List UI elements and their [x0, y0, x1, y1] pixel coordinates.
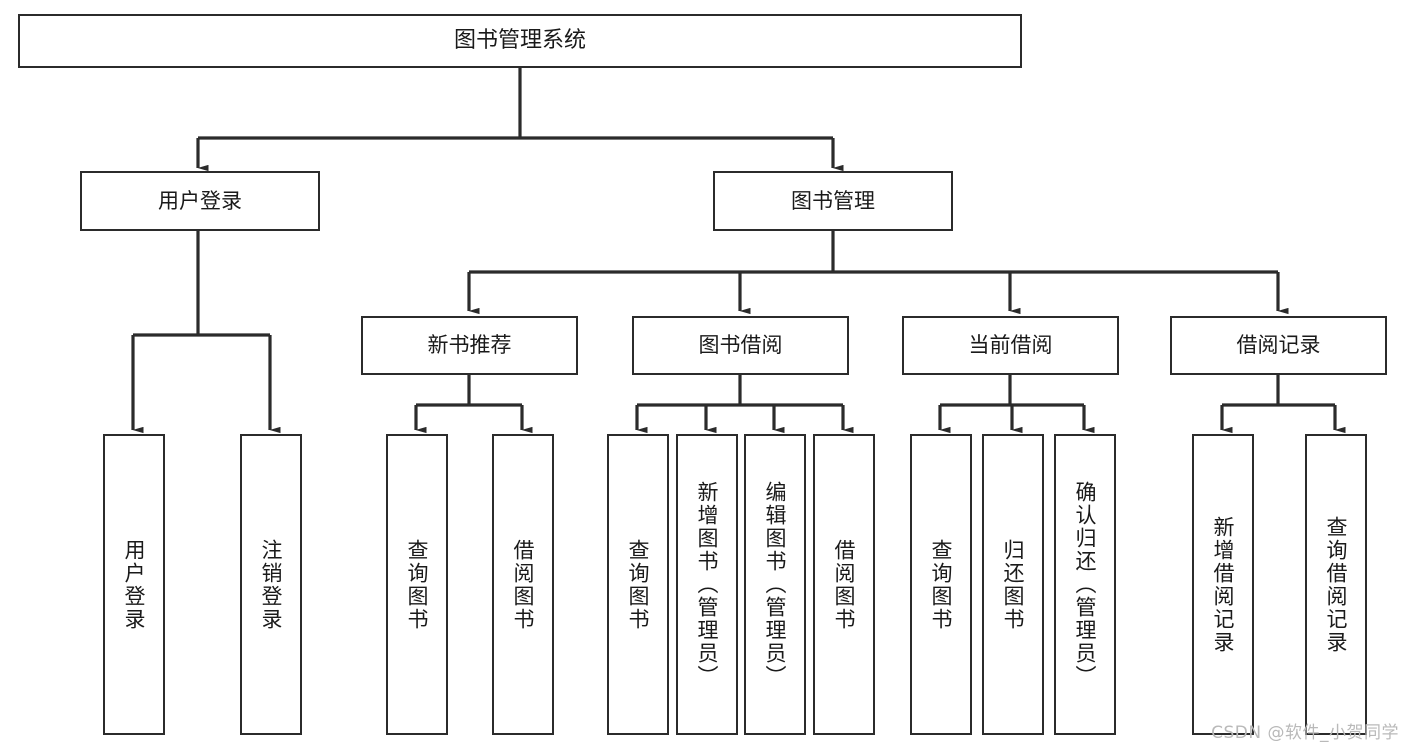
leaf-borrow-book-2-label: 借阅图书	[832, 538, 857, 631]
leaf-add-record-label: 新增借阅记录	[1211, 515, 1236, 654]
node-book-borrow-label: 图书借阅	[698, 333, 783, 358]
watermark: CSDN @软件_小贺同学	[1211, 723, 1399, 743]
node-book-manage-label: 图书管理	[791, 188, 875, 213]
leaf-confirm-return[interactable]: 确认归还（管理员）	[1054, 434, 1116, 735]
leaf-edit-book[interactable]: 编辑图书（管理员）	[744, 434, 806, 735]
leaf-query-book-3[interactable]: 查询图书	[910, 434, 972, 735]
leaf-user-login-label: 用户登录	[122, 538, 147, 631]
leaf-return-book-label: 归还图书	[1001, 538, 1026, 631]
node-current-borrow-label: 当前借阅	[968, 333, 1053, 358]
leaf-logout-login-label: 注销登录	[259, 538, 284, 631]
leaf-query-record[interactable]: 查询借阅记录	[1305, 434, 1367, 735]
node-user-login[interactable]: 用户登录	[80, 171, 320, 231]
leaf-return-book[interactable]: 归还图书	[982, 434, 1044, 735]
leaf-query-book-3-label: 查询图书	[929, 538, 954, 631]
leaf-edit-book-label: 编辑图书（管理员）	[763, 481, 788, 688]
node-borrow-record-label: 借阅记录	[1236, 333, 1321, 358]
node-book-borrow[interactable]: 图书借阅	[632, 316, 849, 375]
node-borrow-record[interactable]: 借阅记录	[1170, 316, 1387, 375]
leaf-query-book-1-label: 查询图书	[405, 538, 430, 631]
leaf-borrow-book-1[interactable]: 借阅图书	[492, 434, 554, 735]
leaf-add-book-label: 新增图书（管理员）	[695, 481, 720, 688]
leaf-query-record-label: 查询借阅记录	[1324, 515, 1349, 654]
leaf-query-book-1[interactable]: 查询图书	[386, 434, 448, 735]
node-new-book-recommend[interactable]: 新书推荐	[361, 316, 578, 375]
node-new-book-recommend-label: 新书推荐	[427, 333, 512, 358]
leaf-borrow-book-2[interactable]: 借阅图书	[813, 434, 875, 735]
node-current-borrow[interactable]: 当前借阅	[902, 316, 1119, 375]
leaf-borrow-book-1-label: 借阅图书	[511, 538, 536, 631]
leaf-query-book-2[interactable]: 查询图书	[607, 434, 669, 735]
leaf-user-login[interactable]: 用户登录	[103, 434, 165, 735]
node-book-manage[interactable]: 图书管理	[713, 171, 953, 231]
leaf-logout-login[interactable]: 注销登录	[240, 434, 302, 735]
node-user-login-label: 用户登录	[158, 188, 242, 213]
leaf-add-book[interactable]: 新增图书（管理员）	[676, 434, 738, 735]
leaf-query-book-2-label: 查询图书	[626, 538, 651, 631]
node-root-label: 图书管理系统	[453, 28, 586, 54]
leaf-add-record[interactable]: 新增借阅记录	[1192, 434, 1254, 735]
leaf-confirm-return-label: 确认归还（管理员）	[1073, 481, 1098, 688]
node-root[interactable]: 图书管理系统	[18, 14, 1022, 68]
